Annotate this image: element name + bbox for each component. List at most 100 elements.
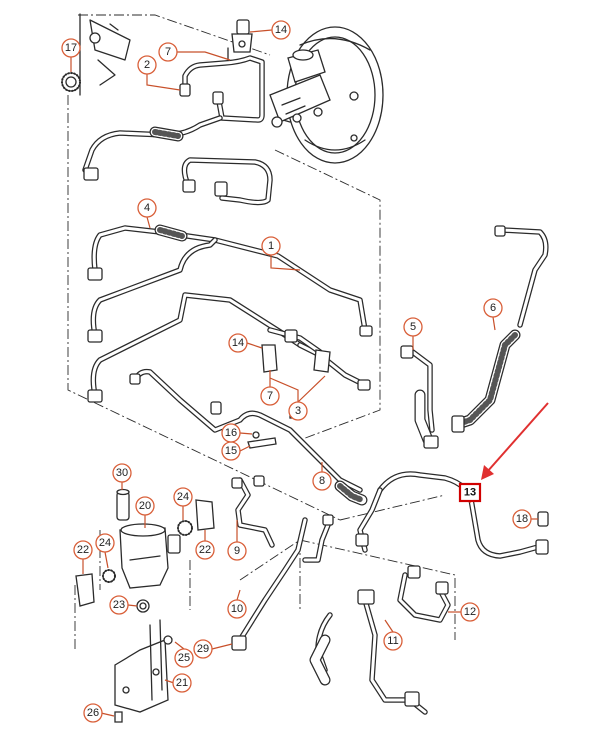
callout-c24a[interactable]: 24 xyxy=(173,487,193,507)
callout-number: 1 xyxy=(268,240,274,252)
callout-circle xyxy=(61,38,81,58)
callout-number: 24 xyxy=(177,491,189,503)
callout-c30[interactable]: 30 xyxy=(112,463,132,483)
callout-c11[interactable]: 11 xyxy=(383,631,403,651)
callout-circle xyxy=(109,595,129,615)
callout-c20[interactable]: 20 xyxy=(135,496,155,516)
callout-circle xyxy=(137,198,157,218)
callout-number: 26 xyxy=(87,707,99,719)
callout-circle xyxy=(173,487,193,507)
callout-circle xyxy=(158,42,178,62)
callout-number: 30 xyxy=(116,467,128,479)
callout-circle xyxy=(460,602,480,622)
callout-circle xyxy=(137,55,157,75)
callout-circle xyxy=(193,639,213,659)
callout-c14b[interactable]: 14 xyxy=(228,333,248,353)
callout-number: 18 xyxy=(516,513,528,525)
highlighted-callout-label: 13 xyxy=(464,487,476,499)
callout-circle xyxy=(195,540,215,560)
callout-c6[interactable]: 6 xyxy=(483,298,503,318)
callout-number: 3 xyxy=(295,405,301,417)
mounting-bracket xyxy=(247,431,277,449)
callout-c2[interactable]: 2 xyxy=(137,55,157,75)
callout-c22b[interactable]: 22 xyxy=(195,540,215,560)
callout-number: 6 xyxy=(490,302,496,314)
callout-circle xyxy=(221,423,241,443)
callout-number: 20 xyxy=(139,500,151,512)
highlighted-callout[interactable]: 13 xyxy=(458,482,482,503)
callout-circle xyxy=(228,333,248,353)
callout-circle xyxy=(312,471,332,491)
callout-c22a[interactable]: 22 xyxy=(73,540,93,560)
brake-hoses xyxy=(149,126,521,686)
pump-mounting-bracket xyxy=(114,619,173,723)
callout-number: 9 xyxy=(234,545,240,557)
callout-circle xyxy=(403,317,423,337)
callout-c17[interactable]: 17 xyxy=(61,38,81,58)
callout-c25[interactable]: 25 xyxy=(174,648,194,668)
callout-circle xyxy=(112,463,132,483)
callout-c8[interactable]: 8 xyxy=(312,471,332,491)
callout-c29[interactable]: 29 xyxy=(193,639,213,659)
callout-number: 4 xyxy=(144,202,150,214)
callout-number: 22 xyxy=(199,544,211,556)
callout-c1[interactable]: 1 xyxy=(261,236,281,256)
callout-c16[interactable]: 16 xyxy=(221,423,241,443)
callout-number: 21 xyxy=(176,677,188,689)
callout-number: 5 xyxy=(410,321,416,333)
callout-c7b[interactable]: 7 xyxy=(260,386,280,406)
callout-circle xyxy=(261,236,281,256)
pointer-arrow xyxy=(481,402,549,480)
callout-c26[interactable]: 26 xyxy=(83,703,103,723)
callout-c18[interactable]: 18 xyxy=(512,509,532,529)
brake-fluid-pump xyxy=(75,488,215,613)
wheel-sensor-cap xyxy=(61,72,81,92)
callout-number: 24 xyxy=(99,537,111,549)
callout-number: 23 xyxy=(113,599,125,611)
callout-circle xyxy=(383,631,403,651)
callout-number: 7 xyxy=(267,390,273,402)
callout-circle xyxy=(512,509,532,529)
callout-circle xyxy=(227,541,247,561)
callout-c9[interactable]: 9 xyxy=(227,541,247,561)
callout-c23[interactable]: 23 xyxy=(109,595,129,615)
callout-circle xyxy=(227,599,247,619)
callout-c14a[interactable]: 14 xyxy=(271,20,291,40)
callout-circle xyxy=(288,401,308,421)
callout-leaders xyxy=(70,29,538,717)
callout-number: 15 xyxy=(225,445,237,457)
callout-number: 8 xyxy=(319,475,325,487)
pressure-sensor xyxy=(227,19,253,63)
callout-c21[interactable]: 21 xyxy=(172,673,192,693)
callout-c12[interactable]: 12 xyxy=(460,602,480,622)
callout-c24b[interactable]: 24 xyxy=(95,533,115,553)
callout-number: 10 xyxy=(231,603,243,615)
callout-number: 14 xyxy=(275,24,287,36)
callout-c7a[interactable]: 7 xyxy=(158,42,178,62)
callout-number: 7 xyxy=(165,46,171,58)
callout-number: 14 xyxy=(232,337,244,349)
callout-c10[interactable]: 10 xyxy=(227,599,247,619)
callout-number: 16 xyxy=(225,427,237,439)
callout-c4[interactable]: 4 xyxy=(137,198,157,218)
callout-circle xyxy=(95,533,115,553)
callout-c5[interactable]: 5 xyxy=(403,317,423,337)
callout-c15[interactable]: 15 xyxy=(221,441,241,461)
callout-circle xyxy=(174,648,194,668)
callout-number: 22 xyxy=(77,544,89,556)
callout-number: 12 xyxy=(464,606,476,618)
callout-circle xyxy=(271,20,291,40)
callout-number: 11 xyxy=(387,635,398,647)
callout-circle xyxy=(260,386,280,406)
brake-pipes xyxy=(82,55,549,715)
callout-number: 2 xyxy=(144,59,150,71)
callout-number: 17 xyxy=(65,42,77,54)
callout-number: 25 xyxy=(178,652,190,664)
callout-circle xyxy=(83,703,103,723)
callout-circle xyxy=(73,540,93,560)
callout-c3[interactable]: 3 xyxy=(288,401,308,421)
body-panel-sketch xyxy=(79,13,131,96)
callout-circle xyxy=(483,298,503,318)
